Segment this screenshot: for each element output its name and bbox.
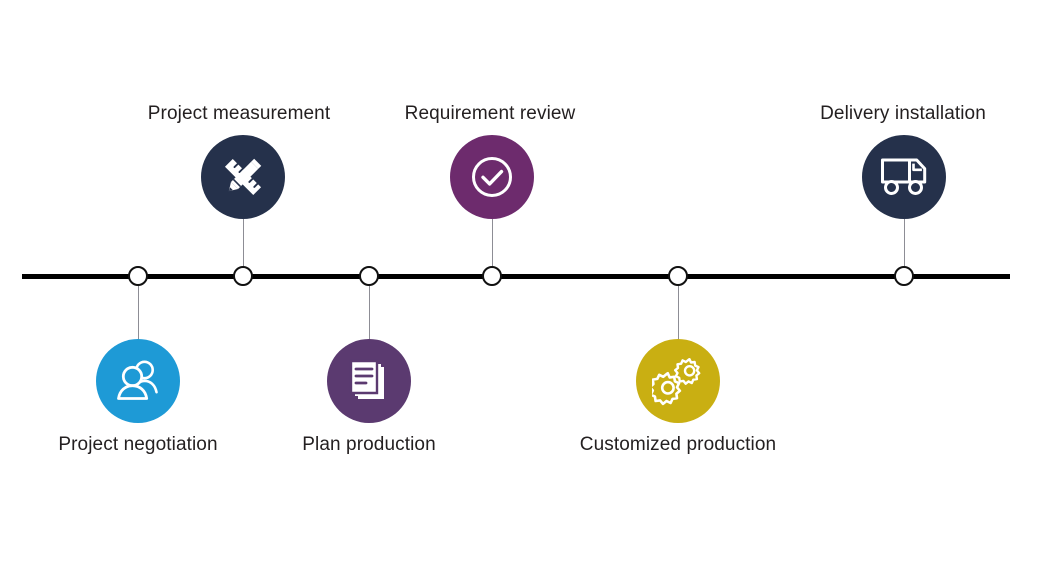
people-icon bbox=[113, 358, 163, 404]
timeline-node-project-negotiation[interactable] bbox=[128, 266, 148, 286]
connector-stem-project-measurement bbox=[243, 219, 244, 276]
timeline-node-plan-production[interactable] bbox=[359, 266, 379, 286]
connector-stem-customized-production bbox=[678, 280, 679, 340]
step-label-requirement-review: Requirement review bbox=[404, 103, 576, 124]
timeline-node-delivery-installation[interactable] bbox=[894, 266, 914, 286]
timeline-node-customized-production[interactable] bbox=[668, 266, 688, 286]
timeline-axis bbox=[22, 274, 1010, 279]
connector-stem-project-negotiation bbox=[138, 280, 139, 340]
check-circle-icon bbox=[468, 153, 516, 201]
step-icon-plan-production[interactable] bbox=[327, 339, 411, 423]
pencil-ruler-icon bbox=[217, 151, 269, 203]
step-icon-project-measurement[interactable] bbox=[201, 135, 285, 219]
step-label-delivery-installation: Delivery installation bbox=[820, 103, 986, 124]
truck-icon bbox=[879, 155, 929, 199]
connector-stem-delivery-installation bbox=[904, 219, 905, 276]
step-icon-customized-production[interactable] bbox=[636, 339, 720, 423]
timeline-node-project-measurement[interactable] bbox=[233, 266, 253, 286]
step-icon-delivery-installation[interactable] bbox=[862, 135, 946, 219]
step-icon-project-negotiation[interactable] bbox=[96, 339, 180, 423]
gears-icon bbox=[652, 356, 704, 406]
documents-icon bbox=[345, 357, 393, 405]
step-label-customized-production: Customized production bbox=[579, 434, 777, 455]
step-label-plan-production: Plan production bbox=[302, 434, 436, 455]
step-icon-requirement-review[interactable] bbox=[450, 135, 534, 219]
connector-stem-plan-production bbox=[369, 280, 370, 340]
timeline-node-requirement-review[interactable] bbox=[482, 266, 502, 286]
step-label-project-negotiation: Project negotiation bbox=[58, 434, 218, 455]
connector-stem-requirement-review bbox=[492, 219, 493, 276]
step-label-project-measurement: Project measurement bbox=[147, 103, 331, 124]
